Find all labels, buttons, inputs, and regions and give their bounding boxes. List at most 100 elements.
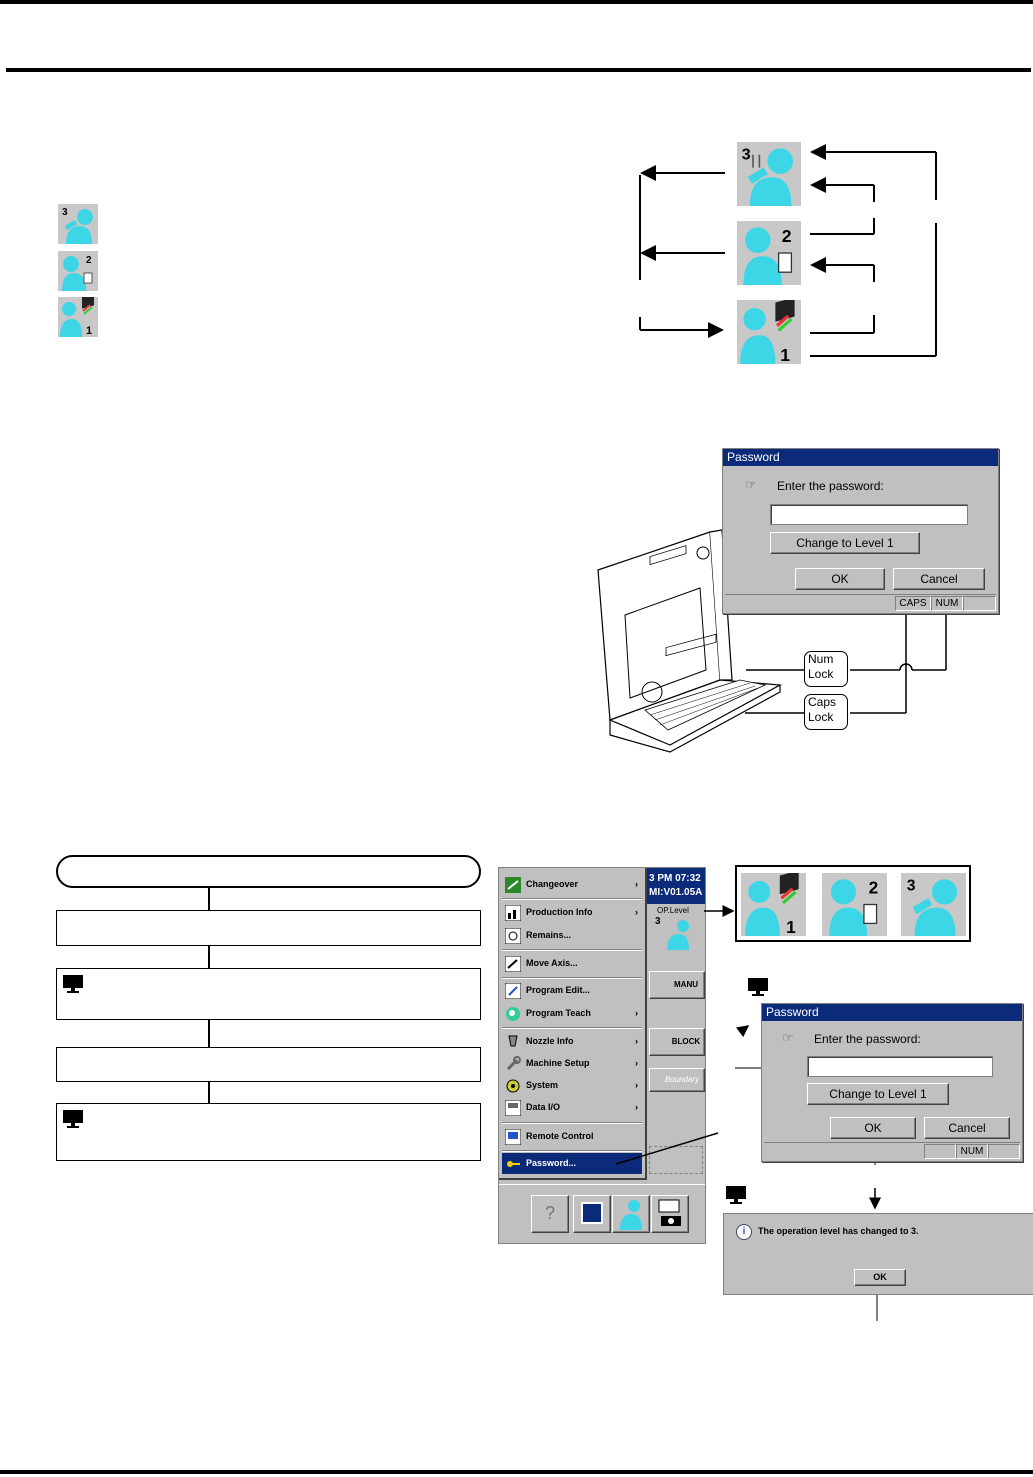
svg-text:3: 3	[907, 877, 916, 894]
flow-step-3	[56, 1047, 481, 1082]
ok-button[interactable]: OK	[830, 1117, 916, 1139]
menu-label: Program Edit...	[526, 985, 591, 995]
menu-label: Machine Setup	[526, 1058, 590, 1068]
menu-item-nozzle-info[interactable]: Nozzle Info›	[502, 1031, 642, 1052]
caps-lock-callout: Caps Lock	[804, 694, 848, 730]
operator-level-3-icon: 3	[58, 204, 98, 244]
ok-button[interactable]: OK	[854, 1269, 906, 1286]
machine-setup-icon	[506, 1056, 521, 1071]
password-input[interactable]	[807, 1056, 993, 1077]
operator-level-2-icon: 2	[58, 251, 98, 291]
menu-item-system[interactable]: System›	[502, 1075, 642, 1096]
svg-text:3: 3	[742, 147, 751, 164]
status-bar: CAPS NUM	[725, 594, 996, 611]
status-bar: NUM	[764, 1142, 1020, 1159]
dialog-title: Password	[762, 1004, 1022, 1021]
move-axis-icon	[505, 956, 521, 972]
pointing-hand-icon: ☞	[745, 477, 757, 492]
operator-level-2-icon: 2	[822, 873, 887, 936]
menu-label: Production Info	[526, 907, 593, 917]
menu-item-production-info[interactable]: Production Info ›	[502, 902, 642, 923]
monitor-icon	[748, 978, 768, 996]
menu-item-move-axis[interactable]: Move Axis...	[502, 953, 642, 974]
operation-console-drawing	[597, 529, 783, 753]
menu-item-password[interactable]: Password...	[502, 1153, 642, 1174]
header-top-rule	[0, 0, 1033, 4]
taskbar: ?	[499, 1184, 705, 1241]
cancel-button[interactable]: Cancel	[924, 1117, 1010, 1139]
menu-item-machine-setup[interactable]: Machine Setup ›	[502, 1053, 642, 1074]
submenu-arrow-icon: ›	[635, 907, 638, 917]
password-dialog: Password ☞ Enter the password: Change to…	[722, 448, 999, 614]
svg-text:2: 2	[869, 877, 879, 897]
operator-level-icon	[667, 920, 689, 950]
password-prompt: Enter the password:	[814, 1032, 921, 1046]
password-key-icon	[507, 1161, 520, 1167]
info-icon: i	[736, 1224, 752, 1240]
operator-level-1-large-icon: 1	[737, 300, 801, 364]
menu-label: Password...	[526, 1158, 577, 1168]
level-icon-strip: 1 2 3	[735, 865, 971, 942]
submenu-arrow-icon: ›	[635, 1080, 638, 1090]
menu-item-remains[interactable]: Remains...	[502, 925, 642, 946]
svg-text:1: 1	[780, 345, 790, 364]
menu-label: Move Axis...	[526, 958, 578, 968]
password-input[interactable]	[770, 504, 968, 525]
screen-icon	[581, 1202, 603, 1224]
flow-step-1	[56, 910, 481, 946]
submenu-arrow-icon: ›	[635, 879, 638, 889]
camera-button[interactable]	[651, 1195, 689, 1233]
operator-button[interactable]	[612, 1195, 650, 1233]
clock-time: 3 PM 07:32	[649, 873, 701, 884]
num-lock-callout: Num Lock	[804, 651, 848, 687]
remote-control-icon	[505, 1129, 521, 1145]
flow-connector	[208, 888, 210, 910]
flow-connector	[208, 1082, 210, 1103]
block-button[interactable]: BLOCK	[649, 1028, 705, 1056]
menu-item-remote-control[interactable]: Remote Control	[502, 1126, 642, 1147]
screen-button[interactable]	[573, 1195, 611, 1233]
operator-icon	[620, 1200, 642, 1230]
menu-item-program-edit[interactable]: Program Edit...	[502, 980, 642, 1001]
menu-label: Remote Control	[526, 1131, 594, 1141]
svg-text:1: 1	[86, 325, 92, 337]
main-menu-dropdown: Changeover› Production Info› Remains... …	[499, 868, 647, 1180]
level-changed-message: The operation level has changed to 3.	[758, 1226, 919, 1236]
menu-separator	[502, 1150, 642, 1152]
submenu-arrow-icon: ›	[635, 1058, 638, 1068]
caps-indicator: CAPS	[895, 596, 931, 611]
menu-label: Changeover	[526, 879, 579, 889]
ok-button[interactable]: OK	[795, 568, 885, 590]
operator-level-3-icon: 3	[901, 873, 966, 936]
status-spare	[988, 1144, 1020, 1159]
manu-button[interactable]: MANU	[649, 971, 705, 999]
op-level-button[interactable]: OP.Level 3	[647, 906, 703, 952]
flow-step-2	[56, 968, 481, 1020]
monitor-icon	[63, 975, 83, 993]
header-bottom-rule	[6, 68, 1031, 72]
callout-lines	[745, 608, 947, 714]
footer-rule	[0, 1470, 1033, 1474]
menu-item-program-teach[interactable]: Program Teach›	[502, 1003, 642, 1024]
menu-item-changeover[interactable]: Changeover ›	[502, 874, 642, 895]
num-indicator: NUM	[931, 596, 963, 611]
svg-text:2: 2	[782, 226, 792, 246]
menu-separator	[502, 898, 642, 900]
change-level-button[interactable]: Change to Level 1	[807, 1083, 949, 1105]
system-icon	[506, 1079, 520, 1093]
cancel-button[interactable]: Cancel	[893, 568, 985, 590]
operator-level-2-large-icon: 2	[737, 221, 801, 285]
flow-connector	[208, 1020, 210, 1047]
flow-connector	[208, 946, 210, 968]
boundary-label: Boundary	[664, 1075, 700, 1084]
block-label: BLOCK	[671, 1037, 701, 1046]
change-level-button[interactable]: Change to Level 1	[770, 532, 920, 554]
menu-item-data-io[interactable]: Data I/O›	[502, 1097, 642, 1118]
data-io-icon	[505, 1100, 521, 1116]
svg-text:1: 1	[786, 917, 796, 936]
help-button[interactable]: ?	[531, 1195, 569, 1233]
boundary-button[interactable]: Boundary	[649, 1068, 705, 1092]
camera-icon	[658, 1199, 681, 1226]
menu-separator	[502, 1122, 642, 1124]
submenu-arrow-icon: ›	[635, 1036, 638, 1046]
